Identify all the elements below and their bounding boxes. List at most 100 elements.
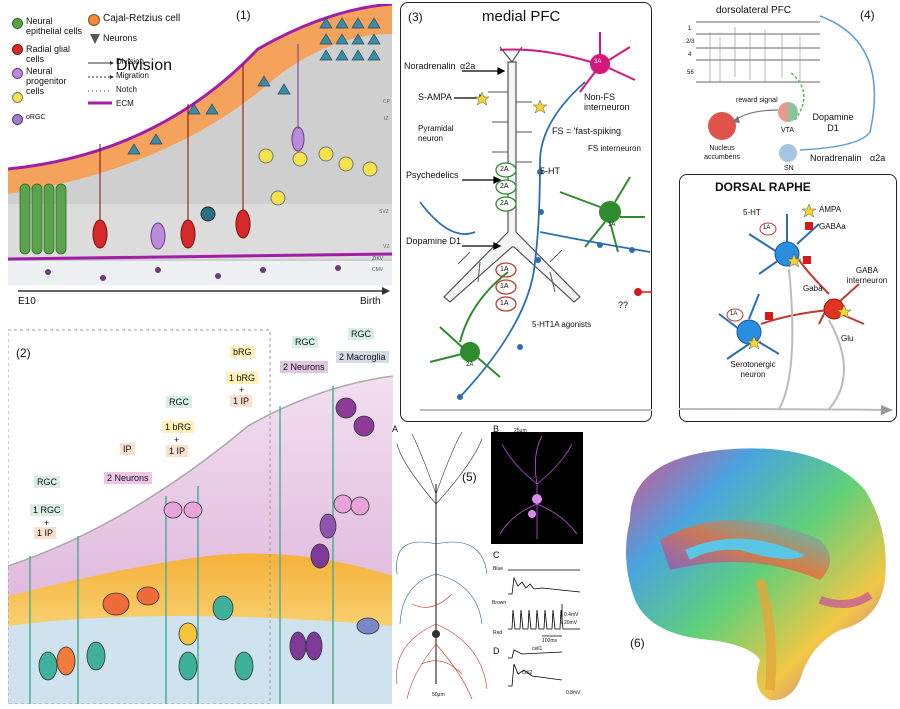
- scale-b: 25μm: [514, 428, 527, 434]
- panel-6-tractography: (6): [590, 430, 896, 704]
- dorsal-raphe-drawing: [678, 203, 893, 415]
- label-psychedelics: Psychedelics: [406, 170, 459, 180]
- zone-iz: IZ: [384, 116, 389, 122]
- panel-5-label: (5): [462, 470, 477, 484]
- label-agonists: 5-HT1A agonists: [532, 320, 592, 329]
- legend-ecm: ECM: [116, 99, 134, 108]
- receptor-2a-2: 2A: [500, 183, 509, 190]
- label-noradrenalin: Noradrenalin: [404, 61, 456, 71]
- box-rgc-2: RGC: [166, 396, 192, 408]
- scale-mv3: 0.8mV: [566, 690, 581, 696]
- panel-4-dorsolateral: dorsolateral PFC (4) 1 2/3 4 56 reward s…: [660, 2, 896, 172]
- panel-5-neuron: (5) A B 25μm C Blue Brown Red 0.4mV 20mV…: [392, 424, 588, 704]
- raphe-serotonergic: Serotonergic neuron: [730, 360, 776, 379]
- panel-5-d: D: [493, 646, 500, 656]
- legend-orgc-swatch: [12, 114, 23, 125]
- label-reward-signal: reward signal: [736, 97, 778, 104]
- label-5ht: 5-HT: [540, 166, 560, 176]
- zone-svz: SVZ: [379, 209, 389, 215]
- zone-vz: VZ: [383, 244, 390, 250]
- raphe-glu: Glu: [841, 334, 854, 343]
- trace-brown: Brown: [492, 600, 507, 606]
- raphe-gaba-interneuron: GABA interneuron: [846, 266, 888, 285]
- legend-notch: Notch: [116, 85, 137, 94]
- label-vta: VTA: [781, 127, 795, 134]
- label-alpha2a: α2a: [460, 61, 476, 71]
- receptor-2a-3: 2A: [500, 200, 509, 207]
- trace-red: Red: [493, 630, 503, 636]
- layer-1: 1: [688, 26, 692, 32]
- timeline-start: E10: [18, 296, 36, 307]
- scale-mv2: 20mV: [564, 620, 578, 626]
- panel-4-drawing: [696, 15, 876, 162]
- panel-1-cortical-development: Neural epithelial cells Radial glial cel…: [7, 2, 393, 312]
- label-nonfs: Non-FS interneuron: [584, 92, 630, 112]
- legend-neural-progenitor-swatch: [12, 68, 23, 79]
- scale-ms: 100ms: [542, 638, 558, 644]
- box-plus-2: +: [174, 435, 180, 445]
- raphe-gabaa: GABAa: [819, 222, 846, 231]
- raphe-5ht: 5-HT: [743, 208, 761, 217]
- box-2macroglia: 2 Macroglia: [336, 351, 389, 363]
- box-ip: IP: [120, 443, 135, 455]
- trace-blue: Blue: [493, 566, 504, 572]
- legend-neurons-icon: [90, 34, 100, 44]
- box-1brg-1: 1 bRG: [162, 421, 195, 433]
- legend-division: Division: [116, 57, 173, 74]
- label-fs-definition: FS = 'fast-spiking: [552, 126, 621, 136]
- legend-radial-glial: Radial glial cells: [26, 44, 71, 64]
- panel-4-label: (4): [860, 8, 875, 22]
- receptor-1a-fs: 1A: [608, 222, 616, 228]
- panel-3-drawing: [419, 32, 652, 411]
- layer-4: 4: [688, 52, 692, 58]
- zone-cp: CP: [383, 99, 390, 105]
- panel-1-label: (1): [236, 8, 251, 22]
- receptor-1a-2: 1A: [500, 283, 509, 290]
- panel-3-medial-pfc: [400, 2, 652, 422]
- box-brg: bRG: [230, 346, 255, 358]
- label-pyramidal: Pyramidal neuron: [418, 124, 454, 143]
- panel-5-a: A: [392, 424, 399, 434]
- panel-3-title: medial PFC: [482, 8, 561, 25]
- raphe-1a-2: 1A: [730, 311, 738, 317]
- panel-2-neurogenesis: (2) RGC 1 RGC + 1 IP IP 2 Neurons RGC 1 …: [7, 326, 394, 705]
- panel-1-drawing: [7, 2, 393, 312]
- panel-dorsal-raphe: [679, 174, 897, 422]
- panel-6-brain-drawing: [626, 448, 886, 701]
- legend-cajal-swatch: [88, 14, 100, 26]
- layer-23: 2/3: [686, 39, 695, 45]
- legend-yellow-swatch: [12, 92, 23, 103]
- box-2neurons-2: 2 Neurons: [280, 361, 328, 373]
- box-1ip-2: 1 IP: [166, 445, 189, 457]
- legend-migration: Migration: [116, 71, 149, 80]
- label-alpha2a-4: α2a: [870, 153, 886, 163]
- panel-3-label: (3): [408, 10, 423, 24]
- trace-cell1: cell1: [532, 646, 543, 652]
- label-fs: FS interneuron: [588, 144, 641, 153]
- legend-neural-epithelial-swatch: [12, 18, 23, 29]
- box-plus-3: +: [239, 385, 245, 395]
- label-qq: ??: [618, 300, 629, 310]
- label-dopamine-d1: Dopamine D1: [812, 112, 854, 133]
- legend-division-text: Division: [116, 57, 145, 66]
- label-sn: SN: [784, 165, 794, 172]
- legend-neural-epithelial: Neural epithelial cells: [26, 16, 83, 36]
- box-rgc-4: RGC: [348, 328, 374, 340]
- legend-neural-progenitor: Neural progenitor cells: [26, 66, 67, 96]
- label-noradrenalin-4: Noradrenalin: [810, 153, 862, 163]
- box-1rgc: 1 RGC: [30, 504, 64, 516]
- legend-cajal: Cajal-Retzius cell: [103, 13, 181, 24]
- legend-line-samples: [88, 61, 114, 105]
- box-2neurons-1: 2 Neurons: [104, 472, 152, 484]
- legend-neurons: Neurons: [103, 33, 138, 43]
- label-nucleus-accumbens: Nucleus accumbens: [704, 145, 740, 161]
- box-1ip-1: 1 IP: [34, 527, 57, 539]
- legend-orgc: oRGC: [26, 114, 46, 121]
- dorsal-raphe-title: DORSAL RAPHE: [715, 180, 811, 194]
- zone-zikv: ZIKV: [372, 256, 384, 262]
- box-plus-1: +: [44, 518, 50, 528]
- panel-3-content: (3) medial PFC Noradrenalin α2a S-AMPA P…: [400, 2, 652, 422]
- layer-56: 56: [687, 70, 694, 76]
- scale-mv1: 0.4mV: [564, 612, 579, 618]
- panel-6-label: (6): [630, 636, 645, 650]
